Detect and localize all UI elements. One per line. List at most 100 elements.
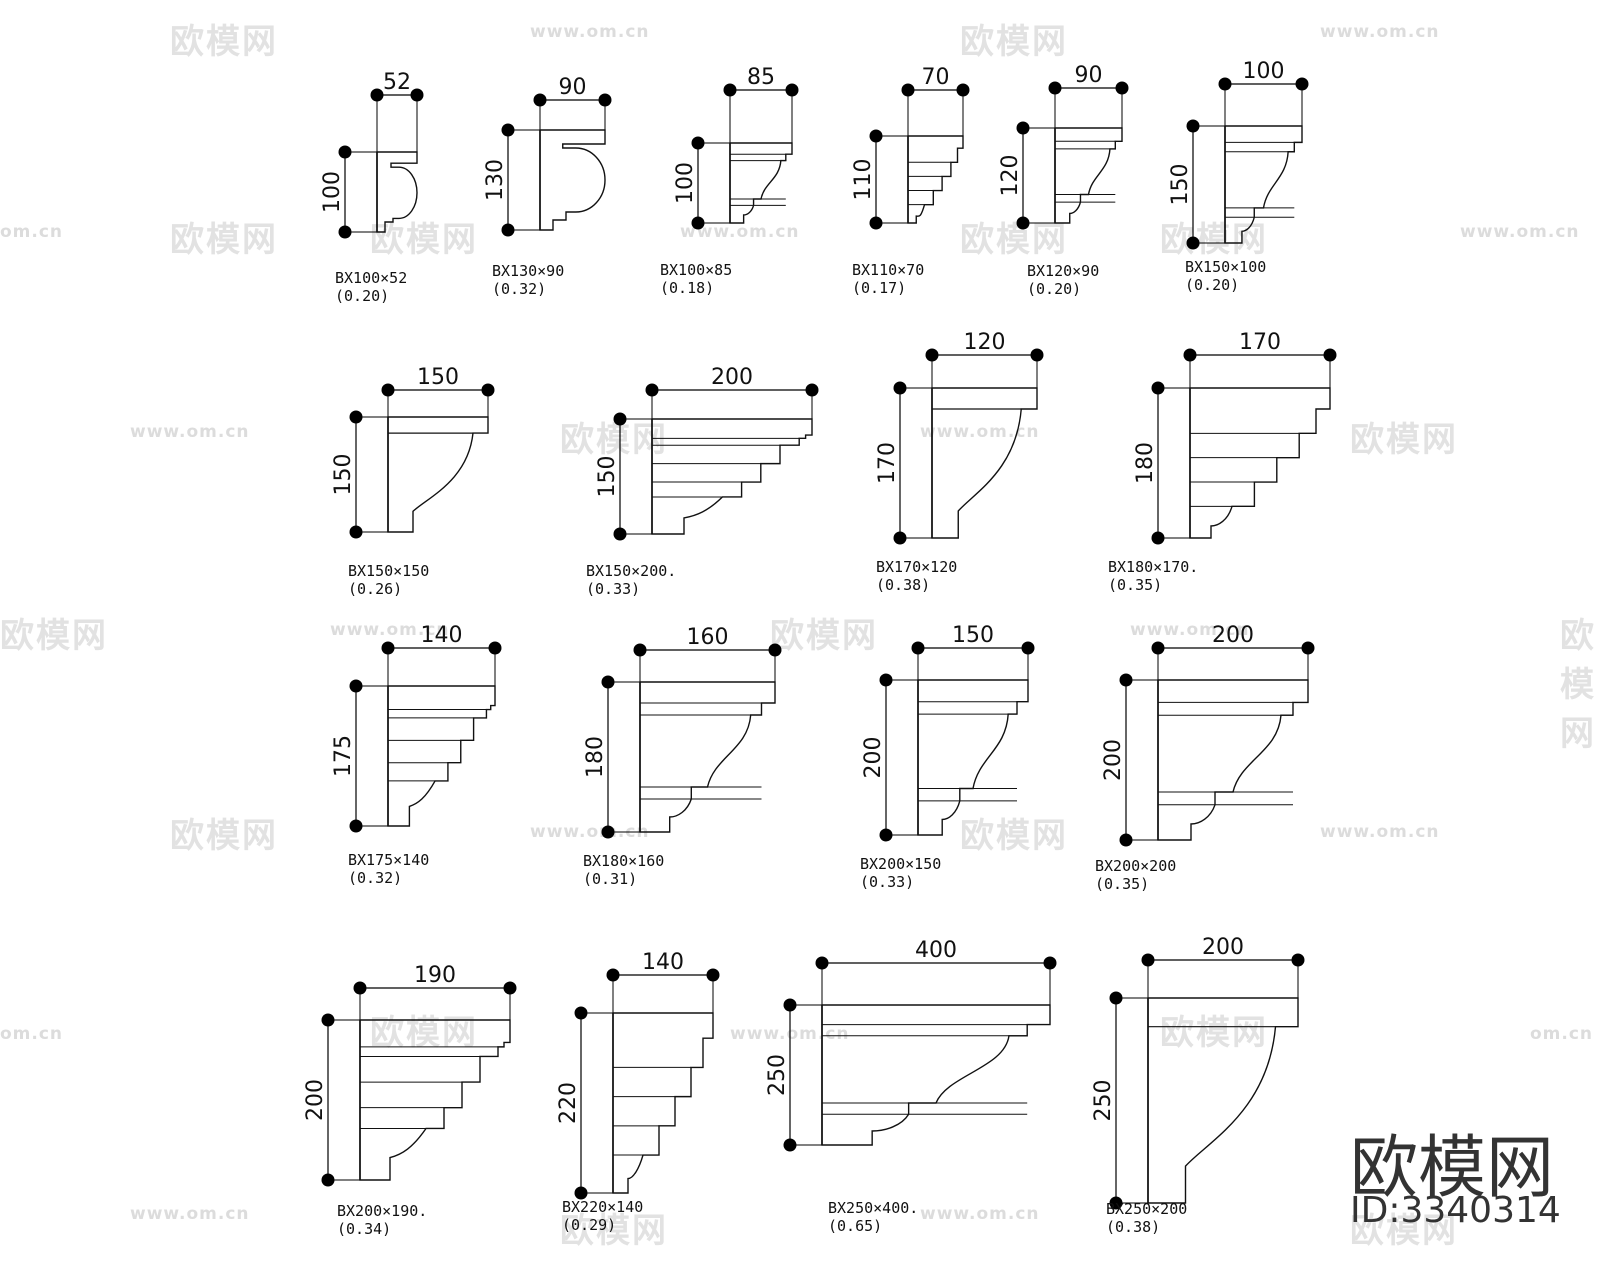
profile-outline [1224, 125, 1303, 244]
dimension-dot [601, 675, 615, 689]
profile-code-label: BX100×52 [335, 269, 407, 287]
profile-code-label: BX200×200 [1095, 857, 1176, 875]
width-dimension-label: 90 [559, 75, 587, 100]
dimension-dot [706, 968, 720, 982]
height-dimension-label: 150 [595, 456, 620, 498]
profile-outline [539, 129, 606, 231]
profile-area-label: (0.35) [1095, 875, 1149, 893]
height-dimension-label: 170 [875, 442, 900, 484]
watermark-site: om.cn [1530, 1024, 1594, 1044]
profile-outline [821, 1004, 1051, 1146]
dimension-dot [805, 383, 819, 397]
profile-code-label: BX250×200 [1106, 1200, 1187, 1218]
watermark-site: www.om.cn [920, 1204, 1040, 1224]
profile-code-label: BX150×100 [1185, 258, 1266, 276]
profile-area-label: (0.33) [860, 873, 914, 891]
dimension-dot [869, 129, 883, 143]
height-dimension-label: 175 [331, 735, 356, 777]
height-dimension-label: 100 [320, 171, 345, 213]
dimension-dot [1109, 991, 1123, 1005]
height-dimension-label: 250 [765, 1054, 790, 1096]
width-dimension-label: 190 [414, 963, 456, 988]
dimension-dot [901, 83, 915, 97]
profile-outline [917, 679, 1029, 836]
dimension-dot [1151, 641, 1165, 655]
height-dimension-label: 130 [483, 159, 508, 201]
profile-outline [651, 418, 813, 535]
profile-outline [639, 681, 776, 833]
dimension-dot [370, 88, 384, 102]
watermark-site: om.cn [0, 222, 64, 242]
profile-area-label: (0.38) [1106, 1218, 1160, 1236]
watermark-brand: 欧模网 [0, 616, 108, 656]
profile-area-label: (0.34) [337, 1220, 391, 1238]
height-dimension-label: 250 [1091, 1080, 1116, 1122]
profile-outline [612, 1012, 714, 1194]
profile-area-label: (0.20) [1185, 276, 1239, 294]
profile-code-label: BX150×150 [348, 562, 429, 580]
watermark-site: www.om.cn [530, 822, 650, 842]
dimension-dot [338, 225, 352, 239]
profile-code-label: BX200×190. [337, 1202, 427, 1220]
height-dimension-label: 180 [583, 736, 608, 778]
dimension-dot [1186, 119, 1200, 133]
dimension-dot [1218, 77, 1232, 91]
dimension-dot [349, 819, 363, 833]
dimension-dot [606, 968, 620, 982]
dimension-dot [1291, 953, 1305, 967]
width-dimension-label: 160 [687, 625, 729, 650]
profile-outline [387, 416, 489, 533]
profile-area-label: (0.17) [852, 279, 906, 297]
height-dimension-label: 200 [303, 1079, 328, 1121]
dimension-dot [503, 981, 517, 995]
dimension-dot [768, 643, 782, 657]
height-dimension-label: 220 [556, 1082, 581, 1124]
width-dimension-label: 140 [642, 950, 684, 975]
profile-code-label: BX200×150 [860, 855, 941, 873]
watermark-brand: 欧模网 [1560, 616, 1596, 754]
dimension-dot [613, 412, 627, 426]
dimension-dot [691, 136, 705, 150]
width-dimension-label: 200 [711, 365, 753, 390]
watermark-site: www.om.cn [1320, 22, 1440, 42]
width-dimension-label: 100 [1243, 59, 1285, 84]
dimension-dot [1030, 348, 1044, 362]
height-dimension-label: 180 [1133, 442, 1158, 484]
watermark-brand: 欧模网 [770, 616, 878, 656]
width-dimension-label: 85 [747, 65, 775, 90]
watermark-brand: 欧模网 [1160, 1013, 1268, 1053]
watermark-site: www.om.cn [920, 422, 1040, 442]
dimension-dot [349, 525, 363, 539]
dimension-dot [911, 641, 925, 655]
height-dimension-label: 100 [673, 162, 698, 204]
dimension-dot [533, 93, 547, 107]
watermark-site: www.om.cn [330, 620, 450, 640]
dimension-dot [321, 1173, 335, 1187]
dimension-dot [783, 998, 797, 1012]
dimension-dot [338, 145, 352, 159]
watermark-site: www.om.cn [530, 22, 650, 42]
dimension-dot [1186, 236, 1200, 250]
watermark-brand: 欧模网 [560, 420, 668, 460]
dimension-dot [1016, 121, 1030, 135]
profile-outline [1157, 679, 1309, 841]
dimension-dot [1016, 216, 1030, 230]
dimension-dot [501, 123, 515, 137]
profile-code-label: BX130×90 [492, 262, 564, 280]
watermark-brand: 欧模网 [170, 22, 278, 62]
profile-outline [1189, 387, 1331, 539]
dimension-dot [879, 828, 893, 842]
dimension-dot [598, 93, 612, 107]
profile-area-label: (0.29) [562, 1216, 616, 1234]
dimension-dot [893, 381, 907, 395]
brand-logo-text: 欧模网 [1350, 1129, 1555, 1208]
